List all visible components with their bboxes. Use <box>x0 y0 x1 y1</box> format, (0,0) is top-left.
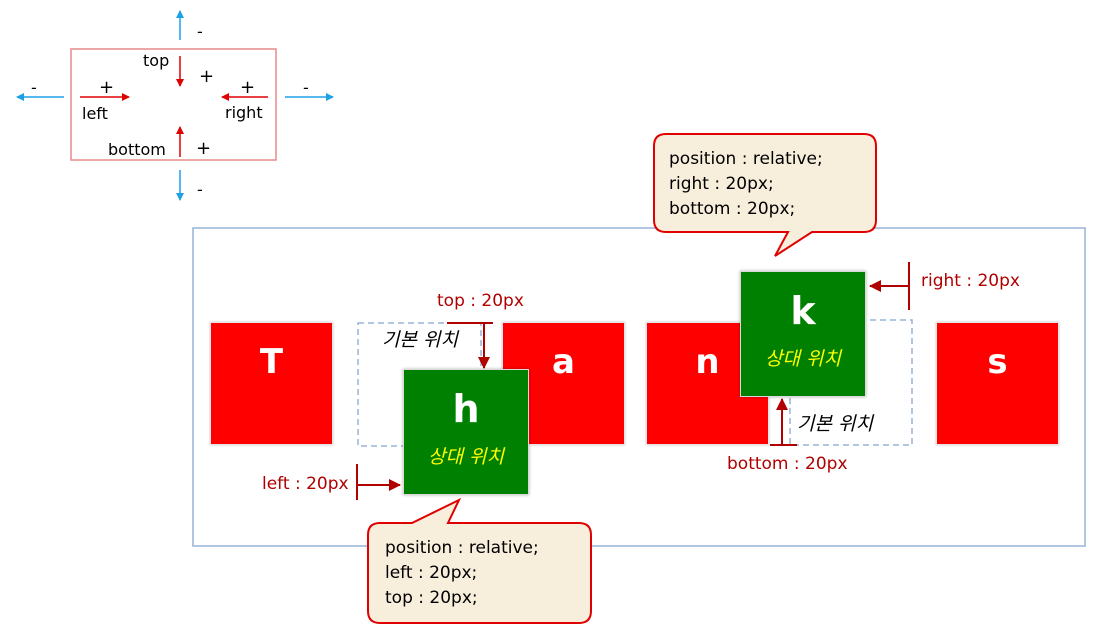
annotation-bottom: bottom : 20px <box>727 454 848 474</box>
callout-h-shape <box>367 497 592 624</box>
legend-minus-left: - <box>31 78 37 97</box>
default-label-k: 기본 위치 <box>797 413 873 435</box>
callout-k-shape <box>653 133 877 257</box>
legend-right-label: right <box>225 103 263 122</box>
legend-minus-top: - <box>197 22 203 41</box>
callout-k-line: bottom : 20px; <box>669 199 796 219</box>
callout-h-line: left : 20px; <box>385 563 478 583</box>
letter-n: n <box>695 342 720 382</box>
callout-h-line: top : 20px; <box>385 588 478 608</box>
callout-k: position : relative; right : 20px; botto… <box>669 147 823 222</box>
offset-label-h: 상대 위치 <box>428 446 504 468</box>
callout-k-line: position : relative; <box>669 149 823 169</box>
legend-top-label: top <box>143 51 170 70</box>
annotation-top: top : 20px <box>437 291 524 311</box>
callout-h-line: position : relative; <box>385 538 539 558</box>
annotation-right: right : 20px <box>921 271 1020 291</box>
legend-minus-right: - <box>303 78 309 97</box>
legend-minus-bottom: - <box>197 180 203 199</box>
legend-plus-bottom: + <box>196 138 212 159</box>
legend-plus-top: + <box>199 66 215 87</box>
offset-label-k: 상대 위치 <box>765 348 841 370</box>
main-container <box>192 227 1086 547</box>
callout-k-line: right : 20px; <box>669 174 774 194</box>
letter-box-k: k 상대 위치 <box>740 271 866 397</box>
letter-a: a <box>552 342 575 382</box>
annotation-left: left : 20px <box>262 474 349 494</box>
legend-left-label: left <box>82 104 108 123</box>
legend-box <box>70 48 277 161</box>
letter-box-s: s <box>936 322 1059 445</box>
letter-k: k <box>790 289 816 333</box>
legend-bottom-label: bottom <box>108 140 166 159</box>
letter-box-h: h 상대 위치 <box>403 369 529 495</box>
letter-s: s <box>987 342 1008 382</box>
letter-box-t: T <box>210 322 333 445</box>
legend-plus-right: + <box>240 77 256 98</box>
callout-h: position : relative; left : 20px; top : … <box>385 536 539 611</box>
letter-t: T <box>259 342 284 382</box>
default-label-h: 기본 위치 <box>382 329 458 351</box>
letter-h: h <box>452 387 480 431</box>
legend-plus-left: + <box>99 77 115 98</box>
